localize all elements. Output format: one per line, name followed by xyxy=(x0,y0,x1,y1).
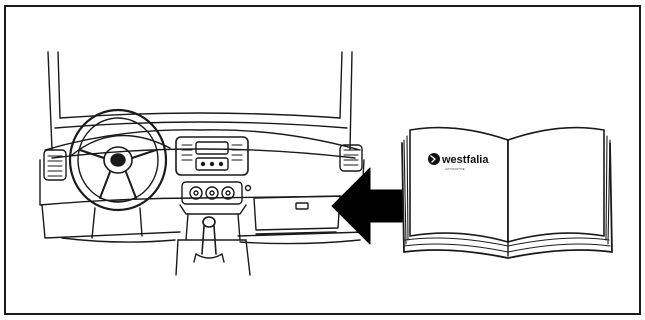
glove-box-icon xyxy=(254,196,340,230)
center-console xyxy=(176,205,250,275)
steering-wheel-icon xyxy=(70,110,166,238)
air-vent-icon xyxy=(44,150,66,180)
dashboard-drawing xyxy=(40,52,365,244)
open-book-icon xyxy=(402,128,612,258)
westfalia-logo-icon xyxy=(428,153,440,165)
radio-unit-icon xyxy=(176,137,248,175)
book-brand-text: westfalia xyxy=(441,154,489,166)
climate-control-icon xyxy=(182,182,251,204)
book-tagline-text: AUTOMOTIVE xyxy=(445,167,465,171)
